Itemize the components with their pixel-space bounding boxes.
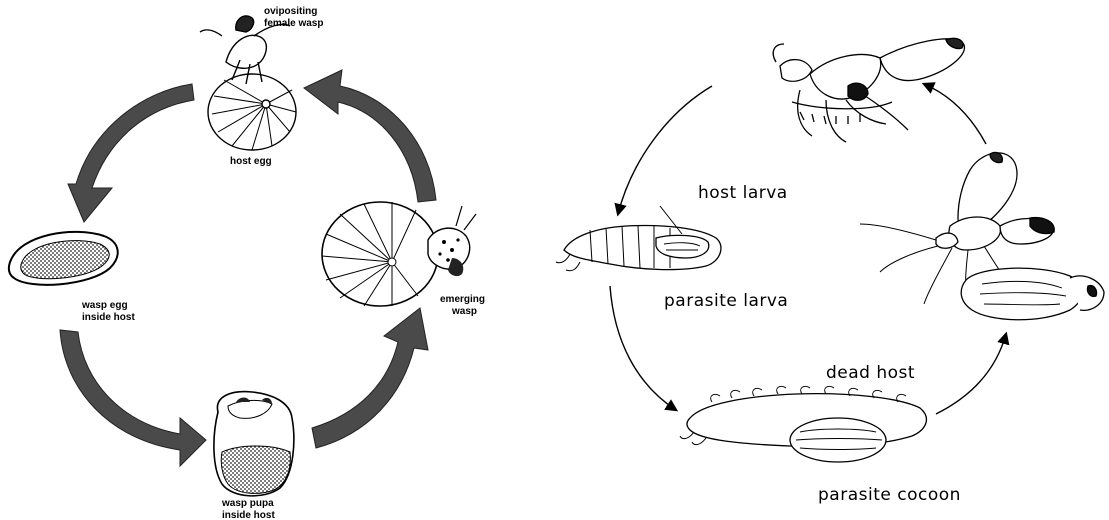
label-host-larva: host larva [698,183,788,203]
arrow-emerging-to-oviposit [304,70,436,202]
host-egg-with-wasp [200,16,296,150]
wasp-egg-inside-host [9,232,118,285]
label-emerging-line1: emerging [440,294,485,305]
label-wasp-egg-line2: inside host [82,312,135,323]
right-cycle: host larva parasite larva dead host para… [556,38,1104,505]
left-cycle: ovipositing female wasp host egg wasp eg… [9,6,485,520]
emerging-wasp [322,202,476,306]
arrow-pupa-to-emerging [312,308,428,448]
wasp-pupa-inside-host [214,392,294,496]
label-wasp-pupa-line1: wasp pupa [221,498,274,509]
arrow-cocoon-to-adult [936,334,1006,414]
label-parasite-cocoon: parasite cocoon [818,485,961,505]
arrow-wasp-egg-to-pupa [60,330,206,466]
arrow-adult-up [924,84,986,144]
label-dead-host: dead host [826,363,915,383]
label-host-egg: host egg [230,156,272,167]
arrow-egg-to-wasp-egg [68,84,194,222]
label-wasp-pupa-line2: inside host [222,510,275,520]
label-ovipositing-line2: female wasp [264,18,323,29]
label-emerging-line2: wasp [451,306,477,317]
dead-host-with-cocoon [680,386,926,462]
adult-wasp-from-cocoon [860,152,1104,319]
label-wasp-egg-line1: wasp egg [81,300,128,311]
label-parasite-larva: parasite larva [664,291,788,311]
label-ovipositing-line1: ovipositing [264,6,317,17]
host-larva-with-parasite [556,206,721,271]
